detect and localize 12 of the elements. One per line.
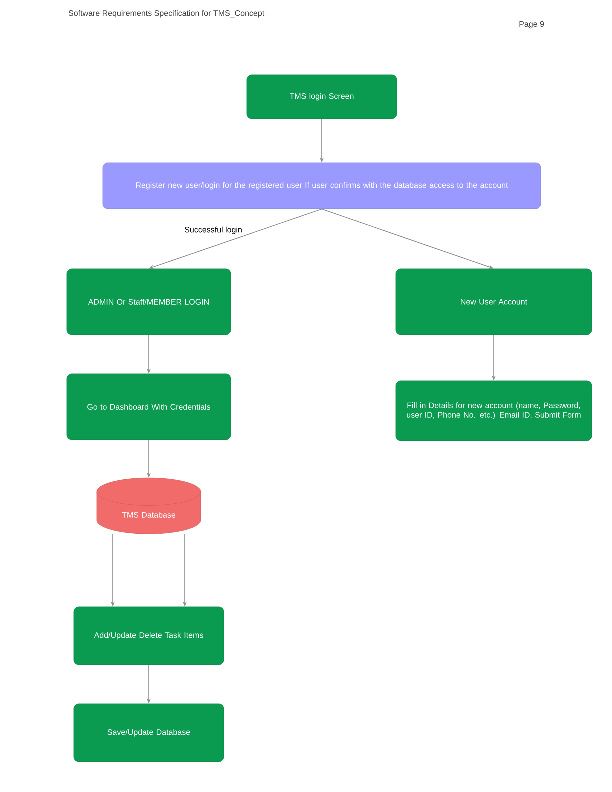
process-box: Register new user/login for the registered user If user confirms with the database access to the account (102, 162, 542, 210)
process-box: Add/Update Delete Task Items (74, 606, 224, 666)
process-box: New User Account (396, 268, 592, 336)
edge-label: Successful login (183, 225, 244, 236)
process-box: Fill in Details for new account (name, Password, user ID, Phone No. etc.) Email ID, Submit Form (396, 380, 592, 442)
process-box: TMS login Screen (246, 74, 398, 120)
database-cylinder: TMS Database (96, 478, 202, 534)
header-text: Software Requirements Specification for TMS_Concept (68, 10, 265, 18)
page-number: Page 9 (520, 21, 544, 29)
process-box: Go to Dashboard With Credentials (66, 374, 232, 440)
process-box: Save/Update Database (74, 704, 224, 762)
process-box: ADMIN Or Staff/MEMBER LOGIN (66, 268, 232, 336)
